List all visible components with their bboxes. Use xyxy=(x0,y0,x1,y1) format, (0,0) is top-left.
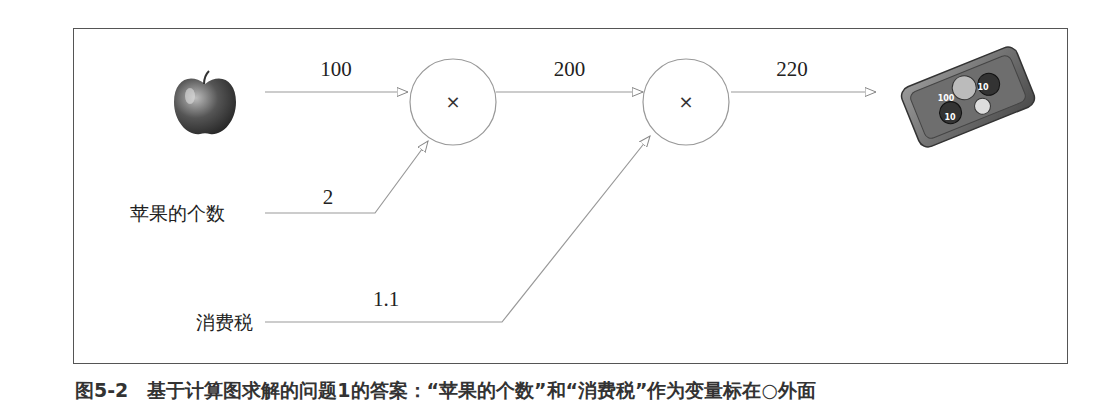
variable-name: 消费税 xyxy=(194,312,255,333)
operation-circle: × xyxy=(409,58,497,146)
coin-value: 10 xyxy=(977,84,988,93)
coin-value: 100 xyxy=(938,95,955,104)
figure-caption: 图5-2 基于计算图求解的问题1的答案：“苹果的个数”和“消费税”作为变量标在○… xyxy=(75,378,816,404)
money-tray-illustration xyxy=(899,44,1038,150)
coin-value: 10 xyxy=(944,114,955,123)
value-label: 220 xyxy=(774,58,810,81)
leader-lines xyxy=(265,92,876,322)
circle-outline xyxy=(410,59,496,145)
variable-name: 苹果的个数 xyxy=(128,203,227,224)
value-label: 1.1 xyxy=(371,288,401,311)
data-flow-arrow xyxy=(496,91,643,92)
input-arrow xyxy=(265,91,408,92)
circle-outline xyxy=(643,59,729,145)
frame xyxy=(74,29,1068,364)
value-label: 2 xyxy=(321,186,336,209)
value-label: 100 xyxy=(318,58,354,81)
input-arrow xyxy=(265,136,650,322)
operation-circle: × xyxy=(642,58,730,146)
apple-illustration xyxy=(174,71,236,134)
edge-value: 200 xyxy=(552,58,588,81)
operator-symbol: × xyxy=(445,93,460,111)
output-arrow xyxy=(731,91,876,92)
input-arrow xyxy=(265,141,428,213)
operator-symbol: × xyxy=(678,93,693,111)
